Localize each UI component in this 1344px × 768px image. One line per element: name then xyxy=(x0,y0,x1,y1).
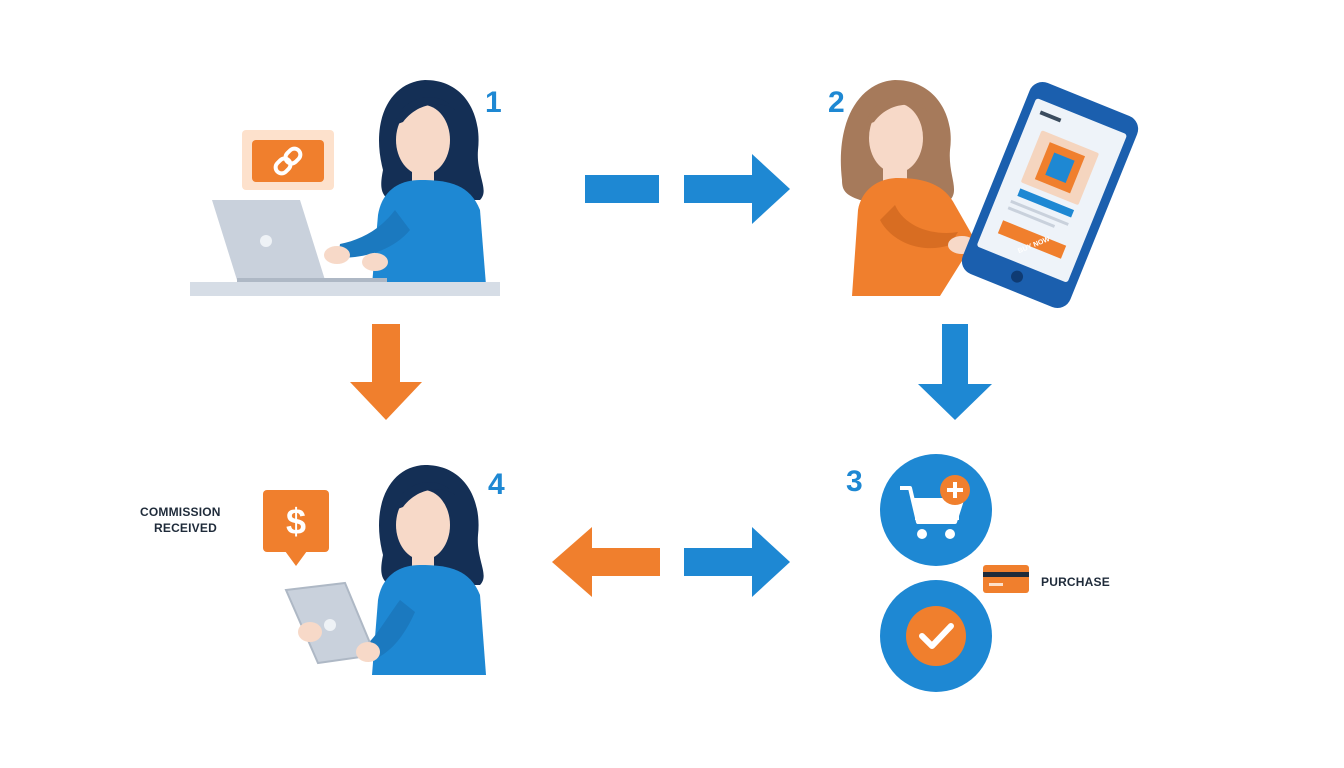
svg-text:$: $ xyxy=(286,501,306,542)
step-2-number: 2 xyxy=(828,86,845,119)
step-4-number: 4 xyxy=(488,468,505,501)
step-1-number: 1 xyxy=(485,86,502,119)
commission-label-line2: RECEIVED xyxy=(154,521,217,535)
commission-label-line1: COMMISSION xyxy=(140,505,221,519)
purchase-label: PURCHASE xyxy=(1041,575,1110,589)
step-3-number: 3 xyxy=(846,465,863,498)
